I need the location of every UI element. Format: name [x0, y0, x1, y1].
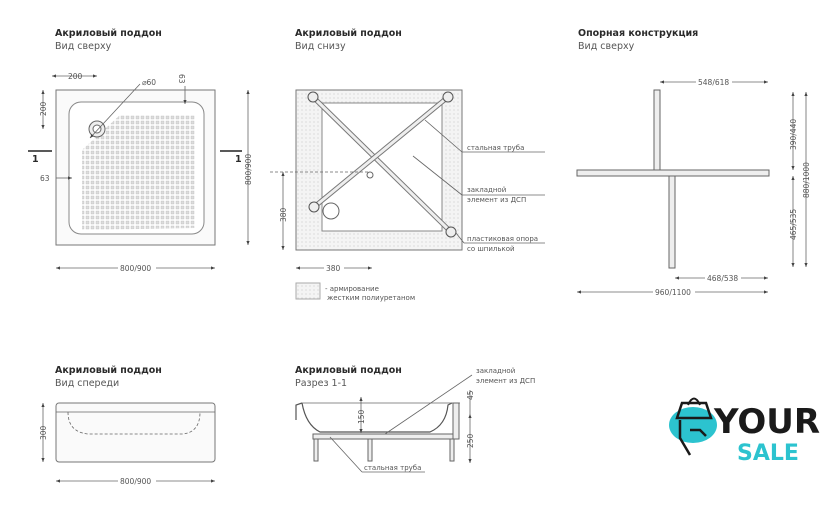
tray-front	[55, 402, 216, 463]
panel-title: Акриловый поддон	[295, 28, 402, 39]
dim-200-h: 200	[68, 72, 83, 81]
label-support-1: пластиковая опора	[467, 235, 538, 243]
panel-subtitle: Вид снизу	[295, 41, 346, 52]
dim-548: 548/618	[698, 78, 729, 87]
legend-line-1: - армирование	[325, 285, 379, 293]
panel-subtitle: Вид сверху	[578, 41, 635, 52]
frame-beam-main	[576, 169, 770, 177]
tray-section	[295, 402, 453, 433]
dim-880: 880/1000	[802, 162, 811, 198]
steel-pipe	[312, 433, 454, 440]
section-mark-left: 1	[32, 154, 39, 165]
shopping-bag-icon	[675, 401, 713, 420]
dim-390: 390/440	[789, 119, 798, 150]
label-steel-pipe: стальная труба	[364, 464, 421, 472]
dim-63-left: 63	[40, 174, 50, 183]
dim-45: 45	[466, 390, 475, 400]
logo-sale: SALE	[737, 441, 799, 466]
panel-title: Опорная конструкция	[578, 28, 698, 39]
dim-width: 800/900	[120, 477, 151, 486]
panel-title: Акриловый поддон	[295, 365, 402, 376]
label-steel-pipe: стальная труба	[467, 144, 524, 152]
dim-465: 465/535	[789, 209, 798, 240]
hand-icon	[678, 420, 707, 456]
dim-960: 960/1100	[655, 288, 691, 297]
panel-title: Акриловый поддон	[55, 365, 162, 376]
antislip-pattern	[82, 115, 195, 230]
yoursale-logo: YOUR SALE	[669, 397, 820, 466]
section-mark-right: 1	[235, 154, 242, 165]
frame-beam-upper	[653, 89, 661, 173]
frame-view-panel: Опорная конструкция Вид сверху 548/618 3…	[576, 28, 811, 297]
frame-beam-lower	[668, 175, 676, 269]
dim-200-v: 200	[39, 101, 48, 116]
label-support-2: со шпилькой	[467, 245, 515, 253]
front-view-panel: Акриловый поддон Вид спереди 300 800/900	[39, 365, 216, 486]
section-view-panel: Акриловый поддон Разрез 1-1 150 45 250 з…	[295, 365, 535, 473]
label-insert-1: закладной	[467, 186, 506, 194]
legend-swatch	[295, 282, 321, 300]
panel-subtitle: Вид сверху	[55, 41, 112, 52]
logo-your: YOUR	[713, 402, 820, 442]
top-view-panel: Акриловый поддон Вид сверху ⌀60 200 200 …	[28, 28, 253, 273]
dim-468: 468/538	[707, 274, 738, 283]
drain-icon	[322, 202, 340, 220]
dim-depth: 800/900	[244, 154, 253, 185]
dim-300: 300	[39, 425, 48, 440]
bottom-view-panel: Акриловый поддон Вид снизу стальная труб…	[270, 28, 545, 302]
dim-380-h: 380	[326, 264, 341, 273]
label-insert-1: закладной	[476, 367, 515, 375]
dim-250: 250	[466, 433, 475, 448]
label-insert-2: элемент из ДСП	[467, 196, 526, 204]
dim-63-top: 63	[177, 74, 186, 84]
panel-subtitle: Вид спереди	[55, 378, 119, 389]
dim-width: 800/900	[120, 264, 151, 273]
legend-line-2: жестким полиуретаном	[327, 294, 415, 302]
dim-drain: ⌀60	[142, 78, 156, 87]
dim-380-v: 380	[279, 207, 288, 222]
dim-150: 150	[357, 409, 366, 424]
panel-title: Акриловый поддон	[55, 28, 162, 39]
label-insert-2: элемент из ДСП	[476, 377, 535, 385]
panel-subtitle: Разрез 1-1	[295, 378, 347, 389]
